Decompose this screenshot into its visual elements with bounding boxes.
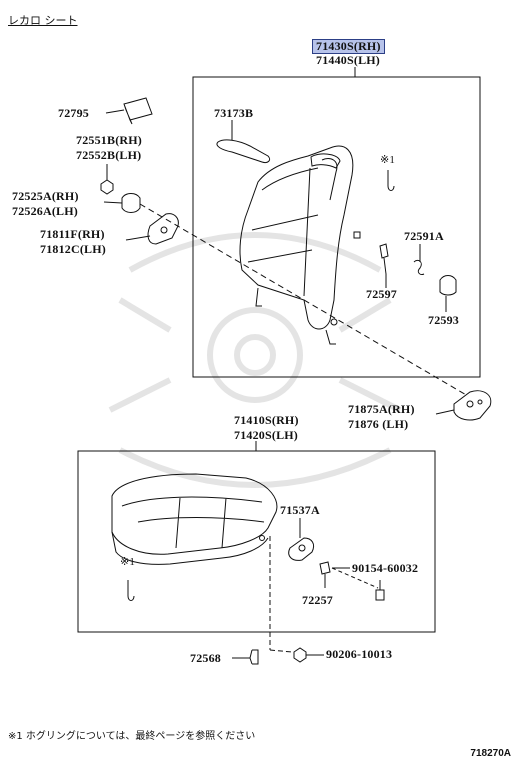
label-71410s[interactable]: 71410S(RH) — [234, 413, 299, 427]
label-71430s[interactable]: 71430S(RH) — [312, 39, 385, 54]
label-90206[interactable]: 90206-10013 — [326, 647, 393, 661]
label-71440s[interactable]: 71440S(LH) — [316, 53, 381, 67]
label-72257[interactable]: 72257 — [302, 593, 333, 607]
label-72525a[interactable]: 72525A(RH) — [12, 189, 79, 203]
label-72552b[interactable]: 72552B(LH) — [76, 148, 142, 162]
part-71537a-bracket — [288, 537, 315, 561]
label-72591a[interactable]: 72591A — [404, 229, 444, 243]
page-title: レカロ シート — [8, 14, 78, 27]
label-72597[interactable]: 72597 — [366, 287, 397, 301]
pivot-axis-dashed — [139, 203, 469, 397]
part-72597-guide — [379, 243, 389, 275]
hog-ring-ref-top — [387, 170, 395, 191]
label-72551b[interactable]: 72551B(RH) — [76, 133, 142, 147]
cushion-group-box — [77, 450, 436, 633]
part-71811f-cover — [147, 213, 179, 245]
label-72795[interactable]: 72795 — [58, 106, 89, 120]
label-71875a[interactable]: 71875A(RH) — [348, 402, 415, 416]
hog-ring-ref-bottom — [127, 580, 135, 601]
label-71420s[interactable]: 71420S(LH) — [234, 428, 299, 442]
part-72551b-nut — [100, 179, 114, 195]
part-72591a-clip — [413, 259, 425, 275]
document-number: 718270A — [470, 748, 511, 759]
label-72568[interactable]: 72568 — [190, 651, 221, 665]
part-72525a-bushing — [121, 193, 141, 213]
label-71876[interactable]: 71876 (LH) — [348, 417, 409, 431]
seat-cushion-drawing — [111, 473, 278, 565]
part-71875a-cover — [453, 390, 492, 421]
part-72568-clip — [249, 649, 259, 665]
part-72257-spacer — [319, 561, 331, 575]
label-71812c[interactable]: 71812C(LH) — [40, 242, 106, 256]
part-90154-bolt — [375, 580, 385, 601]
label-72526a[interactable]: 72526A(LH) — [12, 204, 78, 218]
label-ref-top: ※1 — [380, 154, 396, 166]
part-72795-block — [123, 97, 153, 125]
watermark-emblem — [108, 232, 402, 488]
part-73173b-pad — [216, 139, 271, 163]
part-72593-knob — [439, 275, 457, 296]
label-72593[interactable]: 72593 — [428, 313, 459, 327]
seat-backrest-drawing — [239, 145, 361, 345]
backrest-group-box — [192, 76, 481, 378]
label-ref-bottom: ※1 — [120, 556, 136, 568]
label-73173b[interactable]: 73173B — [214, 106, 254, 120]
label-90154[interactable]: 90154-60032 — [352, 561, 419, 575]
label-71811f[interactable]: 71811F(RH) — [40, 227, 105, 241]
label-71537a[interactable]: 71537A — [280, 503, 320, 517]
part-90206-grommet — [293, 647, 307, 663]
footnote-hog-ring: ※1 ホグリングについては、最終ページを参照ください — [8, 731, 256, 742]
